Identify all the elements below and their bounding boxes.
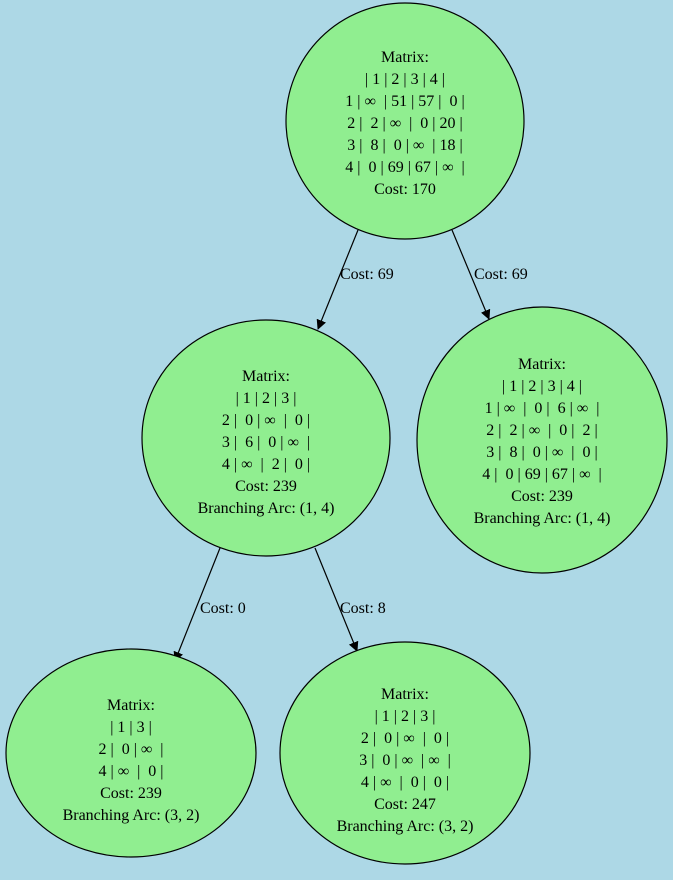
matrix-column-header: | 1 | 2 | 3 | bbox=[375, 708, 436, 725]
branching-arc: Branching Arc: (1, 4) bbox=[474, 510, 611, 527]
matrix-column-header: | 1 | 2 | 3 | 4 | bbox=[502, 378, 582, 395]
edge-root-to-left: Cost: 69 bbox=[316, 229, 394, 330]
matrix-column-header: | 1 | 2 | 3 | bbox=[236, 390, 297, 407]
matrix-row: 2 | 2 | ∞ | 0 | 20 | bbox=[347, 115, 462, 132]
node-ellipse bbox=[279, 641, 531, 865]
nodes-layer: Matrix: | 1 | 2 | 3 | 4 | 1 | ∞ | 51 | 57 … bbox=[5, 2, 668, 865]
node-ellipse bbox=[285, 2, 525, 240]
branching-arc: Branching Arc: (1, 4) bbox=[198, 500, 335, 517]
matrix-row: 2 | 0 | ∞ | 0 | bbox=[361, 730, 449, 747]
edge-root-to-right: Cost: 69 bbox=[451, 229, 528, 320]
matrix-row: 4 | 0 | 69 | 67 | ∞ | bbox=[345, 159, 464, 176]
edges-layer: Cost: 69 Cost: 69 Cost: 0 Cost: 8 bbox=[173, 229, 528, 662]
matrix-heading: Matrix: bbox=[381, 686, 429, 703]
matrix-column-header: | 1 | 3 | bbox=[110, 719, 152, 736]
matrix-row: 2 | 0 | ∞ | 0 | bbox=[222, 412, 310, 429]
matrix-row: 4 | ∞ | 0 | 0 | bbox=[361, 774, 449, 791]
edge-arrow bbox=[173, 547, 221, 662]
node-left: Matrix: | 1 | 2 | 3 | 2 | 0 | ∞ | 0 | 3 | 6… bbox=[141, 319, 391, 557]
node-cost: Cost: 247 bbox=[374, 796, 436, 813]
node-cost: Cost: 239 bbox=[100, 785, 162, 802]
matrix-heading: Matrix: bbox=[107, 697, 155, 714]
matrix-row: 4 | ∞ | 0 | bbox=[98, 763, 163, 780]
edge-arrow bbox=[316, 229, 359, 330]
matrix-row: 2 | 2 | ∞ | 0 | 2 | bbox=[486, 422, 597, 439]
node-ellipse bbox=[416, 306, 668, 574]
edge-left-to-left-left: Cost: 0 bbox=[173, 547, 246, 662]
edge-label: Cost: 69 bbox=[474, 266, 528, 283]
node-root: Matrix: | 1 | 2 | 3 | 4 | 1 | ∞ | 51 | 57 … bbox=[285, 2, 525, 240]
matrix-row: 4 | ∞ | 2 | 0 | bbox=[222, 456, 310, 473]
matrix-row: 1 | ∞ | 0 | 6 | ∞ | bbox=[485, 400, 600, 417]
edge-label: Cost: 8 bbox=[340, 600, 386, 617]
matrix-row: 1 | ∞ | 51 | 57 | 0 | bbox=[345, 93, 464, 110]
node-ellipse bbox=[5, 648, 257, 858]
node-cost: Cost: 239 bbox=[235, 478, 297, 495]
node-cost: Cost: 170 bbox=[374, 181, 436, 198]
matrix-heading: Matrix: bbox=[242, 368, 290, 385]
matrix-column-header: | 1 | 2 | 3 | 4 | bbox=[365, 71, 445, 88]
node-left-left: Matrix: | 1 | 3 | 2 | 0 | ∞ | 4 | ∞ | 0 | Co… bbox=[5, 648, 257, 858]
matrix-row: 4 | 0 | 69 | 67 | ∞ | bbox=[482, 466, 601, 483]
edge-arrow bbox=[314, 547, 359, 652]
edge-left-to-left-right: Cost: 8 bbox=[314, 547, 386, 652]
branching-arc: Branching Arc: (3, 2) bbox=[63, 807, 200, 824]
matrix-heading: Matrix: bbox=[518, 356, 566, 373]
edge-label: Cost: 69 bbox=[340, 266, 394, 283]
matrix-row: 3 | 6 | 0 | ∞ | bbox=[222, 434, 310, 451]
node-ellipse bbox=[141, 319, 391, 557]
matrix-row: 2 | 0 | ∞ | bbox=[98, 741, 163, 758]
matrix-row: 3 | 8 | 0 | ∞ | 18 | bbox=[347, 137, 462, 154]
node-cost: Cost: 239 bbox=[511, 488, 573, 505]
node-left-right: Matrix: | 1 | 2 | 3 | 2 | 0 | ∞ | 0 | 3 | 0… bbox=[279, 641, 531, 865]
branching-arc: Branching Arc: (3, 2) bbox=[337, 818, 474, 835]
edge-arrow bbox=[451, 229, 491, 320]
matrix-heading: Matrix: bbox=[381, 49, 429, 66]
edge-label: Cost: 0 bbox=[200, 600, 246, 617]
node-right: Matrix: | 1 | 2 | 3 | 4 | 1 | ∞ | 0 | 6 | … bbox=[416, 306, 668, 574]
matrix-row: 3 | 8 | 0 | ∞ | 0 | bbox=[486, 444, 597, 461]
matrix-row: 3 | 0 | ∞ | ∞ | bbox=[359, 752, 451, 769]
